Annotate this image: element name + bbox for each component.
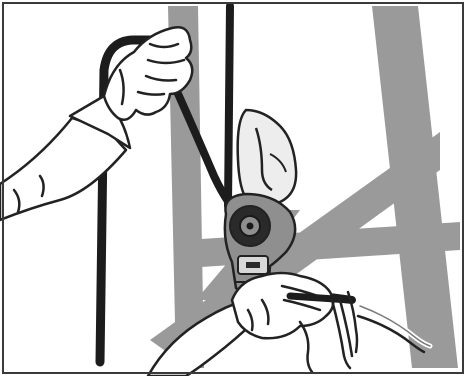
rope-descender-illustration	[0, 0, 466, 376]
